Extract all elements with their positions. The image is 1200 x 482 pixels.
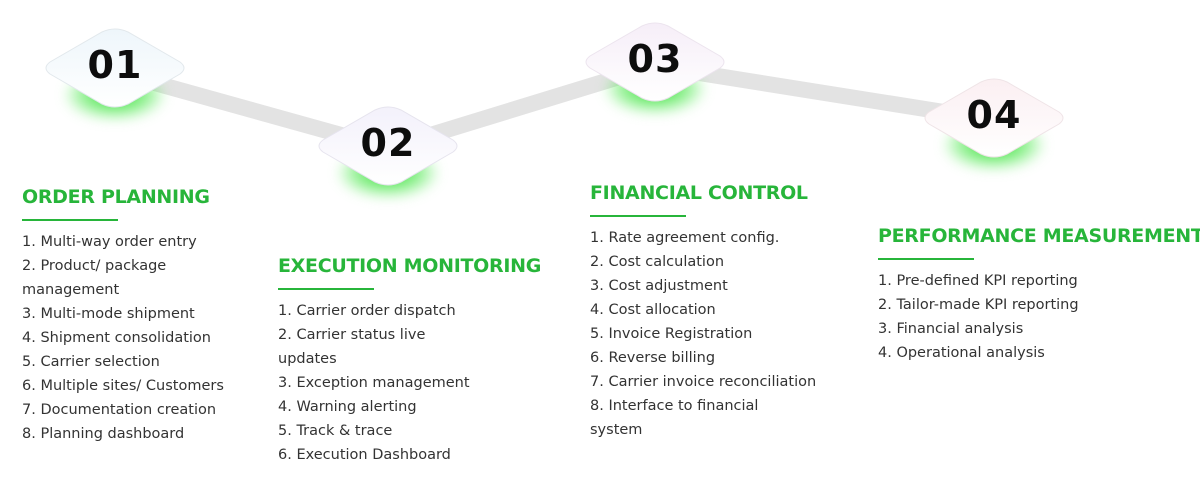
title-underline — [590, 215, 686, 217]
title-underline — [878, 258, 974, 260]
section-order-planning: ORDER PLANNING 1. Multi-way order entry … — [22, 186, 242, 446]
diamond-shape — [318, 106, 458, 186]
list-item: 7. Documentation creation — [22, 402, 217, 418]
list-item: 1. Rate agreement config. — [590, 230, 780, 246]
list-item: 2. Tailor-made KPI reporting — [878, 297, 1079, 313]
feature-list: 1. Rate agreement config. 2. Cost calcul… — [590, 226, 817, 442]
list-item: 2. Cost calculation — [590, 254, 725, 270]
section-title: ORDER PLANNING — [22, 186, 210, 208]
list-item: 1. Multi-way order entry — [22, 234, 197, 250]
section-title: PERFORMANCE MEASUREMENT — [878, 225, 1200, 247]
title-underline — [278, 288, 374, 290]
step-badge-03: 03 — [580, 20, 730, 114]
section-execution-monitoring: EXECUTION MONITORING 1. Carrier order di… — [278, 255, 542, 467]
section-financial-control: FINANCIAL CONTROL 1. Rate agreement conf… — [590, 182, 850, 442]
list-item: 3. Cost adjustment — [590, 278, 728, 294]
step-badge-02: 02 — [313, 104, 463, 198]
step-number: 01 — [87, 43, 143, 87]
list-item: 5. Carrier selection — [22, 354, 160, 370]
section-performance-measurement: PERFORMANCE MEASUREMENT 1. Pre-defined K… — [878, 225, 1200, 365]
list-item: 1. Pre-defined KPI reporting — [878, 273, 1078, 289]
list-item: 7. Carrier invoice reconciliation — [590, 374, 817, 390]
list-item: 6. Reverse billing — [590, 350, 716, 366]
diamond-shape — [45, 28, 185, 108]
list-item: 4. Cost allocation — [590, 302, 716, 318]
list-item: 1. Carrier order dispatch — [278, 303, 456, 319]
list-item: 8. Planning dashboard — [22, 426, 185, 442]
list-item: 3. Financial analysis — [878, 321, 1024, 337]
list-item: 6. Multiple sites/ Customers — [22, 378, 224, 394]
feature-list: 1. Pre-defined KPI reporting 2. Tailor-m… — [878, 269, 1188, 365]
diamond-shape — [924, 78, 1064, 158]
list-item: 3. Exception management — [278, 375, 470, 391]
diamond-shape — [585, 22, 725, 102]
list-item: 4. Shipment consolidation — [22, 330, 211, 346]
list-item: 3. Multi-mode shipment — [22, 306, 195, 322]
feature-list: 1. Carrier order dispatch 2. Carrier sta… — [278, 299, 488, 467]
list-item: 4. Operational analysis — [878, 345, 1045, 361]
list-item: 6. Execution Dashboard — [278, 447, 451, 463]
list-item: 2. Product/ package management — [22, 258, 167, 298]
title-underline — [22, 219, 118, 221]
list-item: 5. Invoice Registration — [590, 326, 753, 342]
step-number: 02 — [360, 121, 416, 165]
section-title: EXECUTION MONITORING — [278, 255, 542, 277]
feature-list: 1. Multi-way order entry 2. Product/ pac… — [22, 230, 242, 446]
step-number: 04 — [966, 93, 1022, 137]
step-badge-04: 04 — [919, 76, 1069, 170]
list-item: 8. Interface to financial system — [590, 398, 759, 438]
step-number: 03 — [627, 37, 683, 81]
section-title: FINANCIAL CONTROL — [590, 182, 808, 204]
list-item: 5. Track & trace — [278, 423, 393, 439]
step-badge-01: 01 — [40, 26, 190, 120]
list-item: 4. Warning alerting — [278, 399, 417, 415]
list-item: 2. Carrier status live updates — [278, 327, 426, 367]
